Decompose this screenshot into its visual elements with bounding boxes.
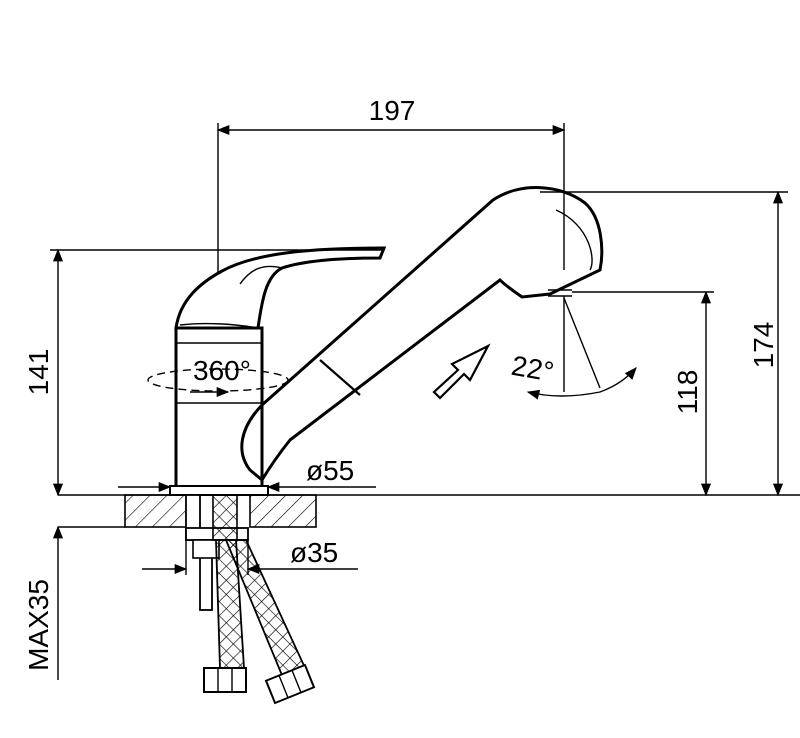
- tilt-label: 22°: [509, 350, 556, 388]
- dim-141-label: 141: [23, 349, 54, 396]
- tilt-indicator: 22°: [509, 296, 637, 400]
- dim-141: 141: [23, 248, 384, 497]
- countertop-hatch-right: [249, 494, 317, 528]
- dim-118: 118: [572, 290, 714, 497]
- swivel-label: 360°: [193, 355, 251, 386]
- supply-hoses: [203, 494, 316, 705]
- dim-174-label: 174: [748, 322, 779, 369]
- dim-max35: MAX35: [23, 525, 64, 680]
- swivel-indicator: 360°: [147, 355, 289, 398]
- faucet-body: [174, 326, 264, 486]
- dim-118-label: 118: [672, 370, 703, 415]
- countertop: [58, 485, 800, 528]
- pull-out-spout: [240, 186, 604, 483]
- dim-197-label: 197: [369, 95, 416, 126]
- dim-197: 197: [216, 95, 566, 272]
- hose-nut-left: [203, 667, 247, 693]
- pull-direction-arrow: [432, 343, 491, 400]
- dim-dia55: ø55: [118, 455, 376, 493]
- hose-nut-right: [264, 663, 316, 705]
- dim-dia55-label: ø55: [306, 455, 354, 486]
- lever-handle: [174, 246, 387, 330]
- dim-174: 174: [540, 190, 788, 497]
- countertop-hatch-left: [124, 494, 188, 528]
- mounting-plate: [169, 485, 269, 496]
- dim-max35-label: MAX35: [23, 579, 54, 671]
- dim-dia35: ø35: [142, 535, 358, 575]
- dim-dia35-label: ø35: [290, 537, 338, 568]
